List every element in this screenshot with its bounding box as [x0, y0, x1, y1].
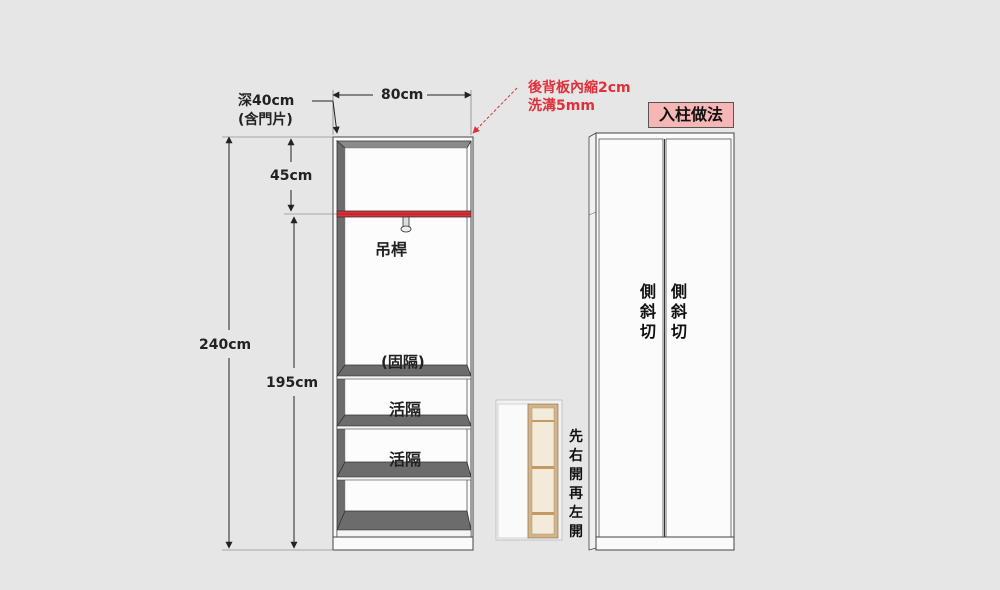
open-order-char-2: 右: [569, 448, 583, 464]
open-order-vertical-label: 先 右 開 再 左 開: [566, 428, 586, 542]
open-order-char-4: 再: [569, 486, 583, 502]
door-right-char-1: 側: [670, 282, 687, 301]
door-left-char-2: 斜: [639, 302, 656, 321]
dimensions: [222, 87, 518, 551]
door-left-char-1: 側: [639, 282, 656, 301]
door-left-vertical-label: 側 斜 切: [638, 282, 658, 342]
door-right-char-2: 斜: [670, 302, 687, 321]
cabinet-plinth: [332, 536, 474, 551]
door-right: [665, 138, 732, 538]
width-label: 80cm: [381, 87, 424, 103]
adjustable-shelf-1-label: 活隔: [389, 400, 422, 419]
door-left: [598, 138, 664, 538]
cabinet-top-panel: [335, 140, 472, 149]
rod-label: 吊桿: [375, 240, 408, 259]
rod-height-label: 195cm: [266, 375, 319, 391]
rod-bracket: [400, 216, 412, 233]
open-order-char-6: 開: [569, 524, 583, 540]
back-panel-note-line1: 後背板內縮2cm: [528, 80, 631, 96]
bottom-shelf: [336, 510, 472, 531]
depth-note-label: (含門片): [238, 112, 293, 128]
depth-label: 深40cm: [238, 93, 295, 109]
back-panel-note-line2: 洗溝5mm: [528, 98, 595, 114]
door-photo-inset: [495, 399, 563, 541]
open-order-char-3: 開: [569, 467, 583, 483]
fixed-shelf-label: (固隔): [381, 353, 425, 371]
door-right-vertical-label: 側 斜 切: [669, 282, 689, 342]
closed-cabinet-side: [588, 132, 597, 551]
total-height-label: 240cm: [199, 337, 252, 353]
closed-cabinet-plinth: [595, 536, 735, 551]
open-cabinet: [332, 136, 474, 551]
door-left-char-3: 切: [639, 322, 656, 341]
top-gap-label: 45cm: [270, 168, 313, 184]
open-order-char-5: 左: [569, 505, 583, 521]
closed-cabinet: [588, 132, 735, 551]
adjustable-shelf-2-label: 活隔: [389, 450, 422, 469]
open-order-char-1: 先: [569, 429, 583, 445]
door-right-char-3: 切: [670, 322, 687, 341]
method-badge: 入柱做法: [648, 102, 734, 128]
